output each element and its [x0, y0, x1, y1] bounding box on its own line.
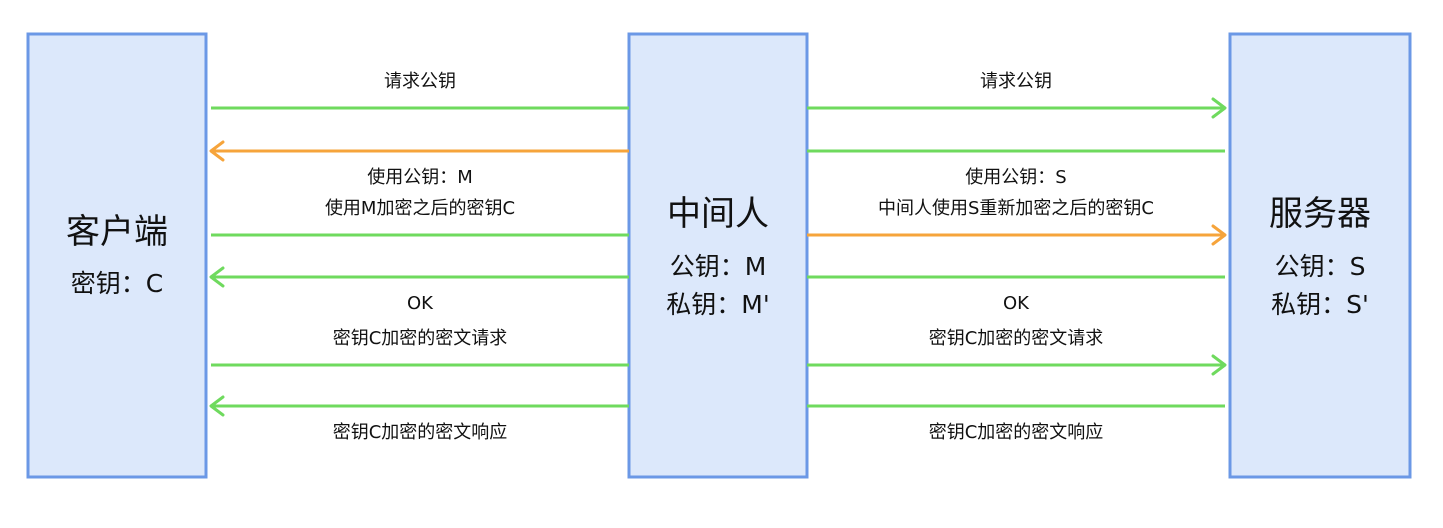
message-10: 密钥C加密的密文请求	[807, 328, 1227, 376]
message-label: 密钥C加密的密文请求	[333, 328, 508, 349]
message-label: 密钥C加密的密文请求	[929, 328, 1104, 349]
message-label: 请求公钥	[980, 71, 1052, 92]
message-3: 使用公钥：M	[209, 140, 629, 188]
participant-key-line: 私钥：M'	[666, 290, 769, 319]
participant-key-line: 公钥：M	[670, 252, 767, 281]
arrow-head-icon	[1211, 97, 1227, 119]
message-6: 中间人使用S重新加密之后的密钥C	[807, 198, 1227, 246]
message-12: 密钥C加密的密文响应	[807, 404, 1225, 443]
message-label: 请求公钥	[384, 71, 456, 92]
participant-key-line: 私钥：S'	[1271, 290, 1369, 319]
message-11: 密钥C加密的密文响应	[209, 395, 629, 443]
participant-title: 客户端	[66, 212, 168, 252]
participant-box	[627, 32, 809, 479]
message-8: OK	[807, 275, 1225, 314]
message-label: OK	[407, 293, 434, 314]
message-5: 使用M加密之后的密钥C	[211, 198, 629, 237]
message-label: 密钥C加密的密文响应	[333, 422, 508, 443]
participant-key-line: 公钥：S	[1275, 252, 1366, 281]
participant-box	[1228, 32, 1412, 479]
message-7: OK	[209, 266, 629, 314]
arrow-head-icon	[1211, 224, 1227, 246]
arrow-head-icon	[1211, 354, 1227, 376]
message-9: 密钥C加密的密文请求	[211, 328, 629, 367]
message-label: OK	[1003, 293, 1030, 314]
message-label: 密钥C加密的密文响应	[929, 422, 1104, 443]
message-label: 中间人使用S重新加密之后的密钥C	[878, 198, 1154, 219]
participant-key-line: 密钥：C	[71, 269, 163, 298]
message-4: 使用公钥：S	[807, 149, 1225, 188]
participant-title: 服务器	[1269, 194, 1371, 234]
message-label: 使用公钥：S	[965, 167, 1066, 188]
message-1: 请求公钥	[211, 71, 629, 110]
participant-title: 中间人	[667, 194, 769, 234]
message-label: 使用M加密之后的密钥C	[325, 198, 515, 219]
arrow-head-icon	[209, 395, 225, 417]
arrow-head-icon	[209, 140, 225, 162]
message-2: 请求公钥	[807, 71, 1227, 119]
participant-box	[26, 32, 208, 479]
arrow-head-icon	[209, 266, 225, 288]
message-label: 使用公钥：M	[367, 167, 473, 188]
